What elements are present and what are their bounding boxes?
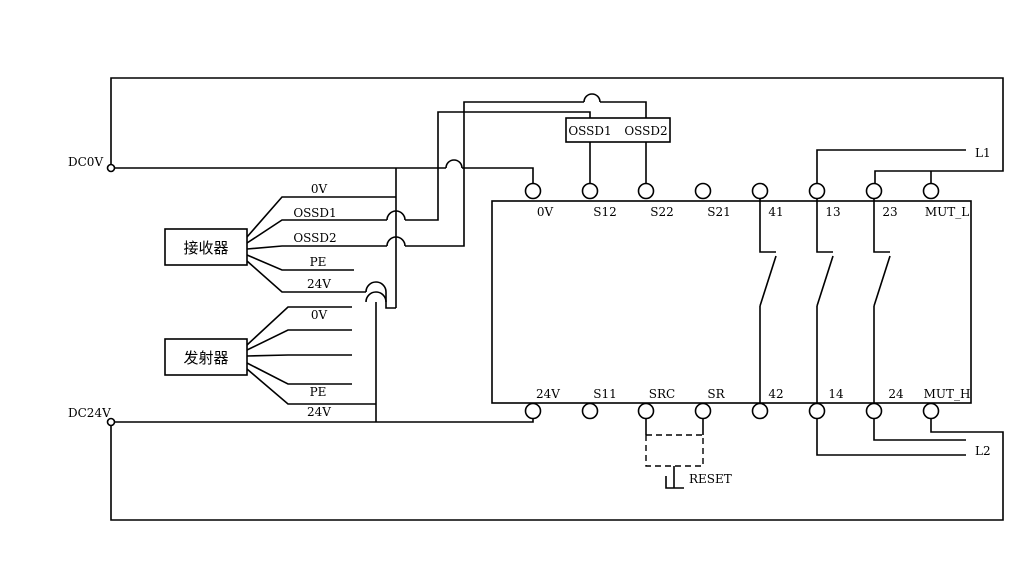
label-24v: 24V — [536, 387, 560, 401]
label-0v: 0V — [537, 205, 554, 219]
terminal-42 — [751, 402, 769, 420]
terminal-41 — [751, 182, 769, 200]
receiver-wire-pe: PE — [310, 255, 327, 269]
safety-module — [491, 200, 972, 404]
label-42: 42 — [768, 387, 783, 401]
outer-wires — [110, 77, 1004, 521]
terminal-mut-h — [922, 402, 940, 420]
emitter-label: 发射器 — [183, 349, 228, 367]
label-l1: L1 — [975, 146, 991, 160]
ossd-box: OSSD1 OSSD2 — [565, 117, 671, 183]
terminal-src — [637, 402, 655, 420]
ossd-box-ossd2: OSSD2 — [624, 124, 667, 138]
terminal-0v — [524, 182, 542, 200]
terminal-24 — [865, 402, 883, 420]
terminal-s22 — [637, 182, 655, 200]
receiver-wire-ossd1: OSSD1 — [293, 206, 336, 220]
receiver-wire-24v: 24V — [307, 277, 331, 291]
terminal-23 — [865, 182, 883, 200]
dc0v-bus — [111, 159, 534, 308]
reset-circuit: RESET — [645, 419, 732, 489]
terminal-24v — [524, 402, 542, 420]
label-src: SRC — [649, 387, 675, 401]
lamp-wiring: L1 L2 — [816, 146, 991, 458]
label-24: 24 — [888, 387, 904, 401]
terminal-mut-l — [922, 182, 940, 200]
label-23: 23 — [882, 205, 897, 219]
receiver-box — [164, 228, 248, 266]
emitter-wire-24v: 24V — [307, 405, 331, 419]
label-s21: S21 — [707, 205, 731, 219]
label-dc24v: DC24V — [68, 406, 111, 420]
label-mut-h: MUT_H — [924, 387, 971, 401]
label-s22: S22 — [650, 205, 674, 219]
label-reset: RESET — [689, 472, 732, 486]
terminal-sr — [694, 402, 712, 420]
terminal-14 — [808, 402, 826, 420]
terminal-s12 — [581, 182, 599, 200]
label-14: 14 — [828, 387, 844, 401]
label-13: 13 — [825, 205, 840, 219]
label-41: 41 — [768, 205, 783, 219]
emitter: 发射器 0V PE 24V — [164, 306, 376, 419]
dc24v-terminal — [106, 417, 116, 427]
receiver-wire-ossd2: OSSD2 — [293, 231, 336, 245]
emitter-box — [164, 338, 248, 376]
terminal-13 — [808, 182, 826, 200]
label-l2: L2 — [975, 444, 991, 458]
receiver-label: 接收器 — [183, 239, 228, 257]
receiver-wire-0v: 0V — [311, 182, 328, 196]
dc0v-terminal — [106, 163, 116, 173]
top-terminals: 0V S12 S22 S21 41 13 23 MUT_L — [524, 182, 969, 219]
label-s12: S12 — [593, 205, 617, 219]
label-s11: S11 — [593, 387, 617, 401]
label-dc0v: DC0V — [68, 155, 103, 169]
supply-terminals: DC0V DC24V — [68, 155, 116, 427]
emitter-wire-0v: 0V — [311, 308, 328, 322]
terminal-s21 — [694, 182, 712, 200]
label-mut-l: MUT_L — [925, 205, 969, 219]
emitter-wire-pe: PE — [310, 385, 327, 399]
label-sr: SR — [707, 387, 725, 401]
terminal-s11 — [581, 402, 599, 420]
bottom-terminals: 24V S11 SRC SR 42 14 24 MUT_H — [524, 387, 971, 420]
ossd-box-ossd1: OSSD1 — [568, 124, 611, 138]
relay-contacts — [759, 199, 891, 403]
receiver: 接收器 0V OSSD1 OSSD2 PE 24V — [164, 93, 647, 309]
